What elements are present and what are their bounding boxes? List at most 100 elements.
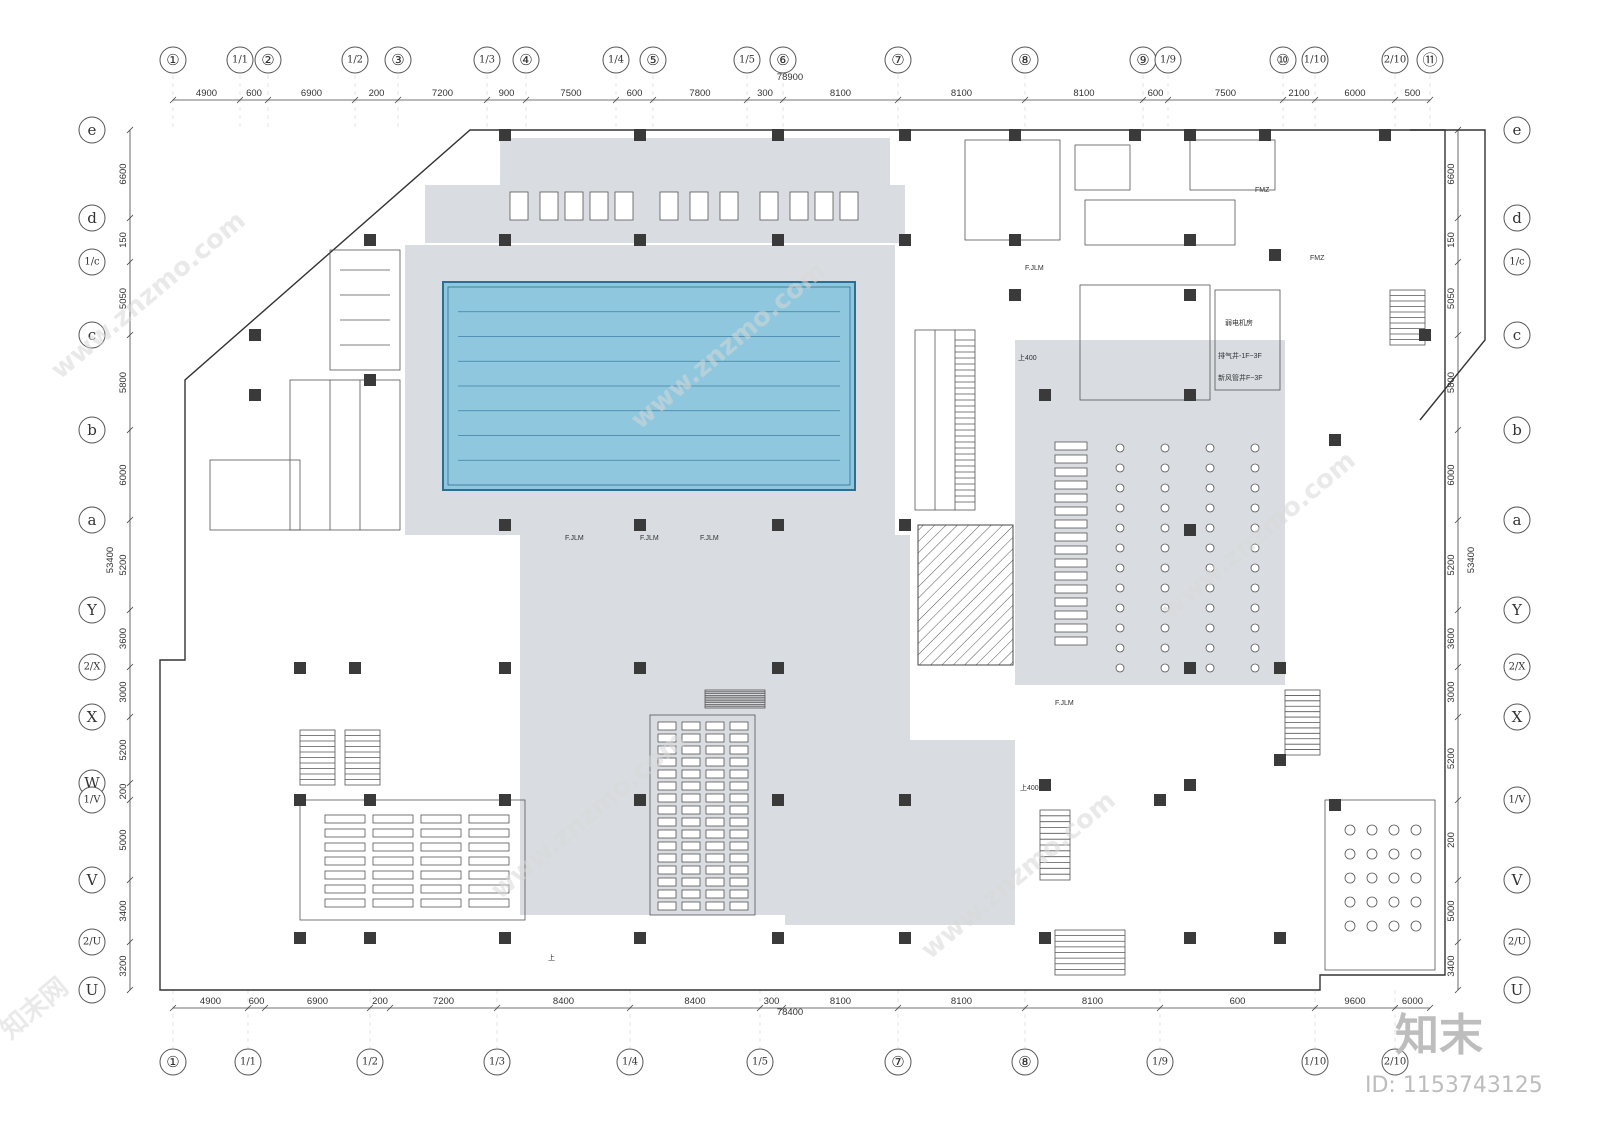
left-axis-bubble: 2/X xyxy=(78,653,106,681)
left-axis-bubble: a xyxy=(78,506,106,534)
right-axis-bubble-label: 1/V xyxy=(1509,795,1527,806)
right-dimension-chain: 6600150505058006000520036003000520020050… xyxy=(1446,126,1462,994)
bottom-axis-bubble: 1/1 xyxy=(234,1048,262,1076)
top-axis-bubble-label: 1/3 xyxy=(479,55,495,66)
dimension-value: 5200 xyxy=(118,554,129,575)
right-axis-bubble-label: Y xyxy=(1511,601,1523,619)
dimension-value: 150 xyxy=(1446,232,1457,248)
bottom-axis-bubble: 1/10 xyxy=(1301,1048,1329,1076)
left-axis-bubble-label: b xyxy=(87,421,97,439)
right-axis-bubble-label: 2/U xyxy=(1508,937,1526,948)
right-axis-bubble: b xyxy=(1503,416,1531,444)
left-axis-bubble: X xyxy=(78,703,106,731)
top-axis-bubble: ⑤ xyxy=(639,46,667,74)
top-axis-bubble: ⑪ xyxy=(1416,46,1444,74)
shaft-label-1: 排气井-1F~3F xyxy=(1218,351,1262,360)
bottom-axis-bubble-label: ⑦ xyxy=(891,1053,904,1071)
bottom-axis-bubble-label: 1/1 xyxy=(240,1057,256,1068)
left-axis-bubble: 2/U xyxy=(78,928,106,956)
top-axis-bubble-label: ⑥ xyxy=(776,51,789,69)
top-axis-bubble: ④ xyxy=(512,46,540,74)
dimension-value: 7200 xyxy=(432,88,453,99)
fjlm-label-1: F.JLM xyxy=(565,535,584,542)
top-axis-bubble-label: 1/4 xyxy=(608,55,624,66)
left-axis-bubble: V xyxy=(78,866,106,894)
right-axis-bubble-label: X xyxy=(1512,708,1523,726)
left-axis-bubble-label: 1/c xyxy=(84,257,100,268)
left-axis-bubble-label: d xyxy=(87,209,97,227)
top-axis-bubble-label: ⑤ xyxy=(646,51,659,69)
top-axis-bubble: 1/1 xyxy=(226,46,254,74)
left-total-dimension: 53400 xyxy=(105,547,116,573)
fmz-label-1: FMZ xyxy=(1310,255,1325,262)
right-axis-bubble: V xyxy=(1503,866,1531,894)
watermark-cn: 知末网 xyxy=(0,972,74,1045)
bottom-axis-bubble-label: ① xyxy=(166,1053,179,1071)
right-axis-bubble-label: c xyxy=(1513,326,1521,344)
right-axis-bubble: X xyxy=(1503,703,1531,731)
dimension-value: 9600 xyxy=(1344,996,1365,1007)
dimension-value: 6000 xyxy=(1344,88,1365,99)
dimension-value: 5800 xyxy=(118,372,129,393)
dimension-value: 2100 xyxy=(1288,88,1309,99)
right-axis-bubble: d xyxy=(1503,204,1531,232)
top-axis-bubble-label: ⑨ xyxy=(1136,51,1149,69)
machine-room-label: 弱电机房 xyxy=(1225,318,1253,327)
dimension-value: 8100 xyxy=(830,88,851,99)
left-axis-bubble: 1/V xyxy=(78,786,106,814)
watermark-text: www.znzmo.com xyxy=(45,205,251,385)
shaft-label-2: 新风管井F~3F xyxy=(1218,373,1263,382)
brand-logo: 知末 xyxy=(1395,1010,1483,1061)
dimension-value: 600 xyxy=(1148,88,1164,99)
right-axis-bubble: a xyxy=(1503,506,1531,534)
top-total-dimension: 78900 xyxy=(777,72,803,83)
left-axis-bubble: c xyxy=(78,321,106,349)
dimension-value: 200 xyxy=(1446,832,1457,848)
left-axis-bubble-label: a xyxy=(88,511,97,529)
right-axis-bubble-label: a xyxy=(1513,511,1522,529)
right-axis-bubble-label: b xyxy=(1512,421,1522,439)
top-axis-bubble-label: ① xyxy=(166,51,179,69)
up-label-a: 上400 xyxy=(1018,353,1037,362)
top-axis-bubble-label: ⑪ xyxy=(1422,51,1437,69)
dimension-value: 5000 xyxy=(1446,900,1457,921)
bottom-axis-bubble-label: 1/10 xyxy=(1304,1057,1326,1068)
left-axis-bubble: e xyxy=(78,116,106,144)
dimension-value: 5050 xyxy=(1446,288,1457,309)
bottom-axis-bubble-label: 1/3 xyxy=(489,1057,505,1068)
right-axis-bubble-label: d xyxy=(1512,209,1522,227)
fjlm-label-4: F.JLM xyxy=(1025,265,1044,272)
lecture-hall-seating xyxy=(299,799,526,921)
swimming-pool xyxy=(442,281,856,491)
bottom-axis-bubble: ① xyxy=(159,1048,187,1076)
dimension-value: 200 xyxy=(118,784,129,800)
left-axis-bubble-label: 1/V xyxy=(84,795,102,806)
dimension-value: 5800 xyxy=(1446,372,1457,393)
top-axis-bubble-label: ④ xyxy=(519,51,532,69)
top-axis-bubble-label: 1/1 xyxy=(232,55,248,66)
right-axis-bubble: c xyxy=(1503,321,1531,349)
fmz-label-2: FMZ xyxy=(1255,187,1270,194)
left-axis-bubble: 1/c xyxy=(78,248,106,276)
dimension-value: 7500 xyxy=(560,88,581,99)
right-axis-bubble-label: e xyxy=(1513,121,1522,139)
right-axis-bubble: 2/X xyxy=(1503,653,1531,681)
left-axis-bubble-label: X xyxy=(87,708,98,726)
top-axis-bubble: ⑧ xyxy=(1011,46,1039,74)
dimension-value: 3600 xyxy=(1446,628,1457,649)
left-axis-bubble: d xyxy=(78,204,106,232)
right-axis-bubble: 1/c xyxy=(1503,248,1531,276)
top-axis-bubble: ⑩ xyxy=(1269,46,1297,74)
dimension-value: 6900 xyxy=(301,88,322,99)
dimension-value: 6900 xyxy=(307,996,328,1007)
bottom-axis-bubble: 1/5 xyxy=(746,1048,774,1076)
top-axis-bubble: ② xyxy=(254,46,282,74)
dimension-value: 8100 xyxy=(1082,996,1103,1007)
left-axis-bubble: Y xyxy=(78,596,106,624)
top-axis-bubble: 1/4 xyxy=(602,46,630,74)
dimension-value: 6600 xyxy=(118,163,129,184)
